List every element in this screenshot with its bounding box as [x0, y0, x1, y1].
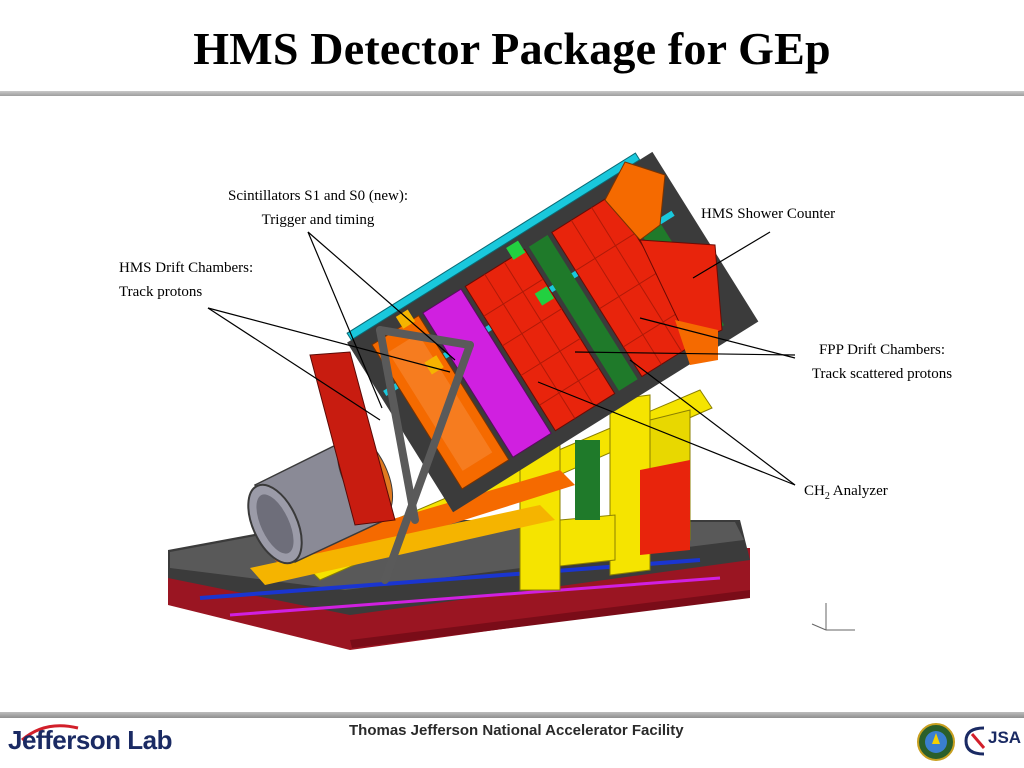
callout-shower-counter: HMS Shower Counter	[701, 202, 901, 226]
fpp-chambers-title: FPP Drift Chambers:	[818, 342, 946, 358]
callout-analyzer: CH2 Analyzer	[804, 479, 954, 509]
entrance-plate	[309, 351, 396, 526]
analyzer-suffix: Analyzer	[829, 483, 888, 499]
scintillators-title: Scintillators S1 and S0 (new):	[228, 188, 408, 204]
analyzer-subscript: 2	[824, 491, 830, 502]
jefferson-lab-logo: Jefferson Lab	[8, 725, 173, 755]
doe-seal-icon	[917, 723, 955, 761]
drift-chambers-title: HMS Drift Chambers:	[119, 260, 254, 276]
drift-chambers-subtitle: Track protons	[119, 284, 203, 300]
footer-divider	[0, 712, 1024, 718]
logo-swoosh-icon	[21, 724, 79, 742]
axis-triad-icon	[811, 603, 855, 631]
jsa-logo-icon	[964, 726, 986, 756]
jsa-logo-text: JSA	[988, 728, 1022, 747]
shower-counter-title: HMS Shower Counter	[701, 206, 836, 222]
callout-scintillators: Scintillators S1 and S0 (new): Trigger a…	[208, 184, 428, 232]
scintillators-subtitle: Trigger and timing	[261, 212, 375, 228]
callout-fpp-chambers: FPP Drift Chambers: Track scattered prot…	[798, 338, 966, 386]
title-divider	[0, 91, 1024, 96]
analyzer-prefix: CH	[804, 483, 825, 499]
callout-leaders	[207, 231, 796, 486]
fpp-chambers-subtitle: Track scattered protons	[811, 366, 953, 382]
a-frame	[376, 326, 474, 584]
facility-name: Thomas Jefferson National Accelerator Fa…	[349, 722, 684, 739]
slide-title: HMS Detector Package for GEp	[193, 23, 831, 74]
callout-drift-chambers: HMS Drift Chambers: Track protons	[119, 256, 319, 304]
